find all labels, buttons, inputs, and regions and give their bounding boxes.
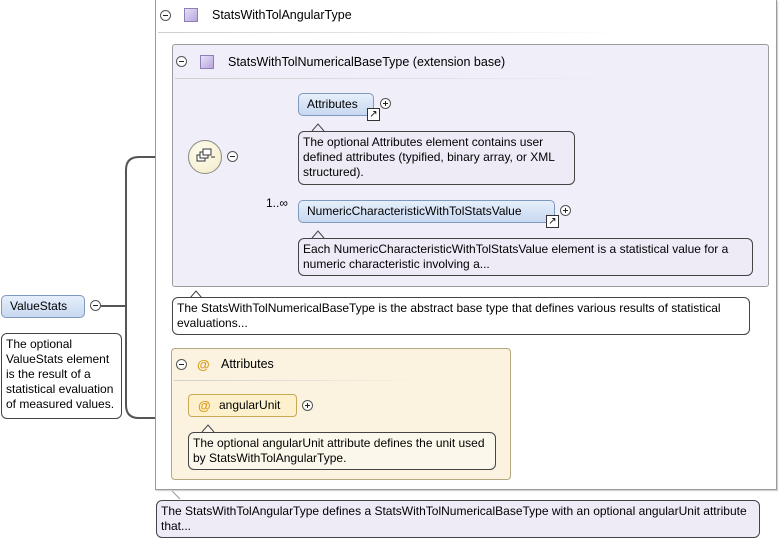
- callout-pointer: [311, 230, 325, 239]
- child-element-label: Attributes: [307, 97, 358, 111]
- angularunit-doc: The optional angularUnit attribute defin…: [188, 432, 496, 470]
- sequence-compositor[interactable]: [188, 140, 222, 174]
- sequence-collapse-toggle[interactable]: [227, 151, 238, 162]
- attribute-label: angularUnit: [219, 398, 281, 412]
- angularunit-expand-toggle[interactable]: [302, 400, 313, 411]
- numeric-expand-toggle[interactable]: [560, 205, 571, 216]
- attributes-group-separator: [174, 380, 424, 381]
- attribute-angularunit[interactable]: @ angularUnit: [188, 394, 297, 417]
- root-element-valuestats[interactable]: ValueStats: [1, 295, 85, 318]
- base-type-collapse-toggle[interactable]: [176, 56, 187, 67]
- callout-pointer: [201, 424, 215, 433]
- base-type-doc: The StatsWithTolNumericalBaseType is the…: [172, 297, 750, 335]
- child-element-numeric-value[interactable]: NumericCharacteristicWithTolStatsValue: [298, 200, 555, 223]
- root-to-attributes-connector: [125, 306, 171, 419]
- base-type-separator: [175, 78, 625, 79]
- child-element-label: NumericCharacteristicWithTolStatsValue: [307, 204, 522, 218]
- numeric-element-doc: Each NumericCharacteristicWithTolStatsVa…: [298, 238, 753, 276]
- outer-type-separator: [158, 32, 628, 33]
- attributes-group-title: Attributes: [221, 357, 274, 371]
- outer-type-collapse-toggle[interactable]: [160, 10, 171, 21]
- callout-pointer: [189, 290, 203, 299]
- root-element-doc: The optional ValueStats element is the r…: [1, 333, 122, 419]
- child-element-attributes[interactable]: Attributes: [298, 93, 374, 116]
- attributes-element-doc: The optional Attributes element contains…: [298, 131, 575, 185]
- attribute-at-icon: @: [198, 398, 211, 413]
- outer-type-doc: The StatsWithTolAngularType defines a St…: [156, 500, 760, 538]
- reference-arrow-icon: ↗: [546, 215, 559, 228]
- attributes-group-collapse-toggle[interactable]: [176, 359, 187, 370]
- attribute-at-icon: @: [197, 357, 210, 372]
- attributes-expand-toggle[interactable]: [380, 98, 391, 109]
- callout-pointer: [311, 123, 325, 132]
- reference-arrow-icon: ↗: [367, 108, 380, 121]
- complex-type-icon: [200, 55, 214, 69]
- root-element-label: ValueStats: [10, 299, 68, 313]
- cardinality-label: 1..∞: [266, 196, 288, 210]
- root-to-sequence-connector: [101, 156, 189, 307]
- base-type-title: StatsWithTolNumericalBaseType (extension…: [228, 55, 506, 69]
- root-collapse-toggle[interactable]: [90, 300, 101, 311]
- sequence-icon: [196, 148, 215, 162]
- complex-type-icon: [184, 8, 198, 22]
- outer-type-title: StatsWithTolAngularType: [212, 8, 352, 22]
